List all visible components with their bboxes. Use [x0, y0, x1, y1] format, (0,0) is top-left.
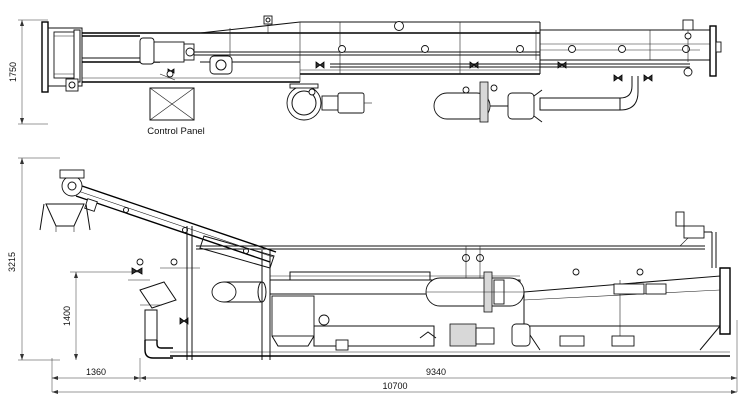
control-panel-label: Control Panel	[147, 126, 205, 137]
dim-main-length: 9340	[426, 367, 446, 377]
plan-height-dimension: 1750	[8, 19, 48, 125]
inlet-valve-cluster	[128, 258, 200, 325]
elev-height-label: 3215	[7, 252, 17, 272]
elev-gauges	[462, 246, 644, 278]
plan-tank-unit	[433, 76, 639, 123]
top-pipe-rack	[196, 235, 705, 250]
plan-top-fittings	[263, 15, 694, 77]
conveyor-head-motor	[39, 169, 91, 232]
right-outlet-pipe	[613, 211, 717, 295]
discharge-channel	[523, 267, 731, 351]
plan-motor-gearbox	[139, 37, 233, 81]
bottom-dimensions: 1360 9340 10700	[51, 320, 738, 394]
support-frame	[186, 226, 275, 360]
plan-piping	[180, 49, 700, 68]
elev-height-dimension: 3215	[7, 157, 60, 361]
elev-drum	[211, 281, 315, 347]
elevation-view: 3215 1400	[7, 157, 738, 394]
inlet-screen-box	[41, 21, 83, 93]
ground-pumps	[318, 314, 635, 351]
inclined-screw-conveyor	[75, 185, 277, 263]
control-panel-box: Control Panel	[147, 87, 205, 137]
plan-height-label: 1750	[8, 62, 18, 82]
inlet-height-label: 1400	[62, 306, 72, 326]
elev-horizontal-vessel	[425, 271, 525, 313]
plan-main-frame	[82, 21, 722, 83]
dim-overall-length: 10700	[382, 381, 407, 391]
dim-inlet-length: 1360	[86, 367, 106, 377]
plan-view: 1750	[8, 15, 722, 137]
plan-gauges	[338, 45, 690, 53]
inlet-height-dimension: 1400	[62, 271, 140, 360]
plan-drum-pump	[286, 83, 372, 121]
inlet-downpipe	[140, 304, 173, 359]
